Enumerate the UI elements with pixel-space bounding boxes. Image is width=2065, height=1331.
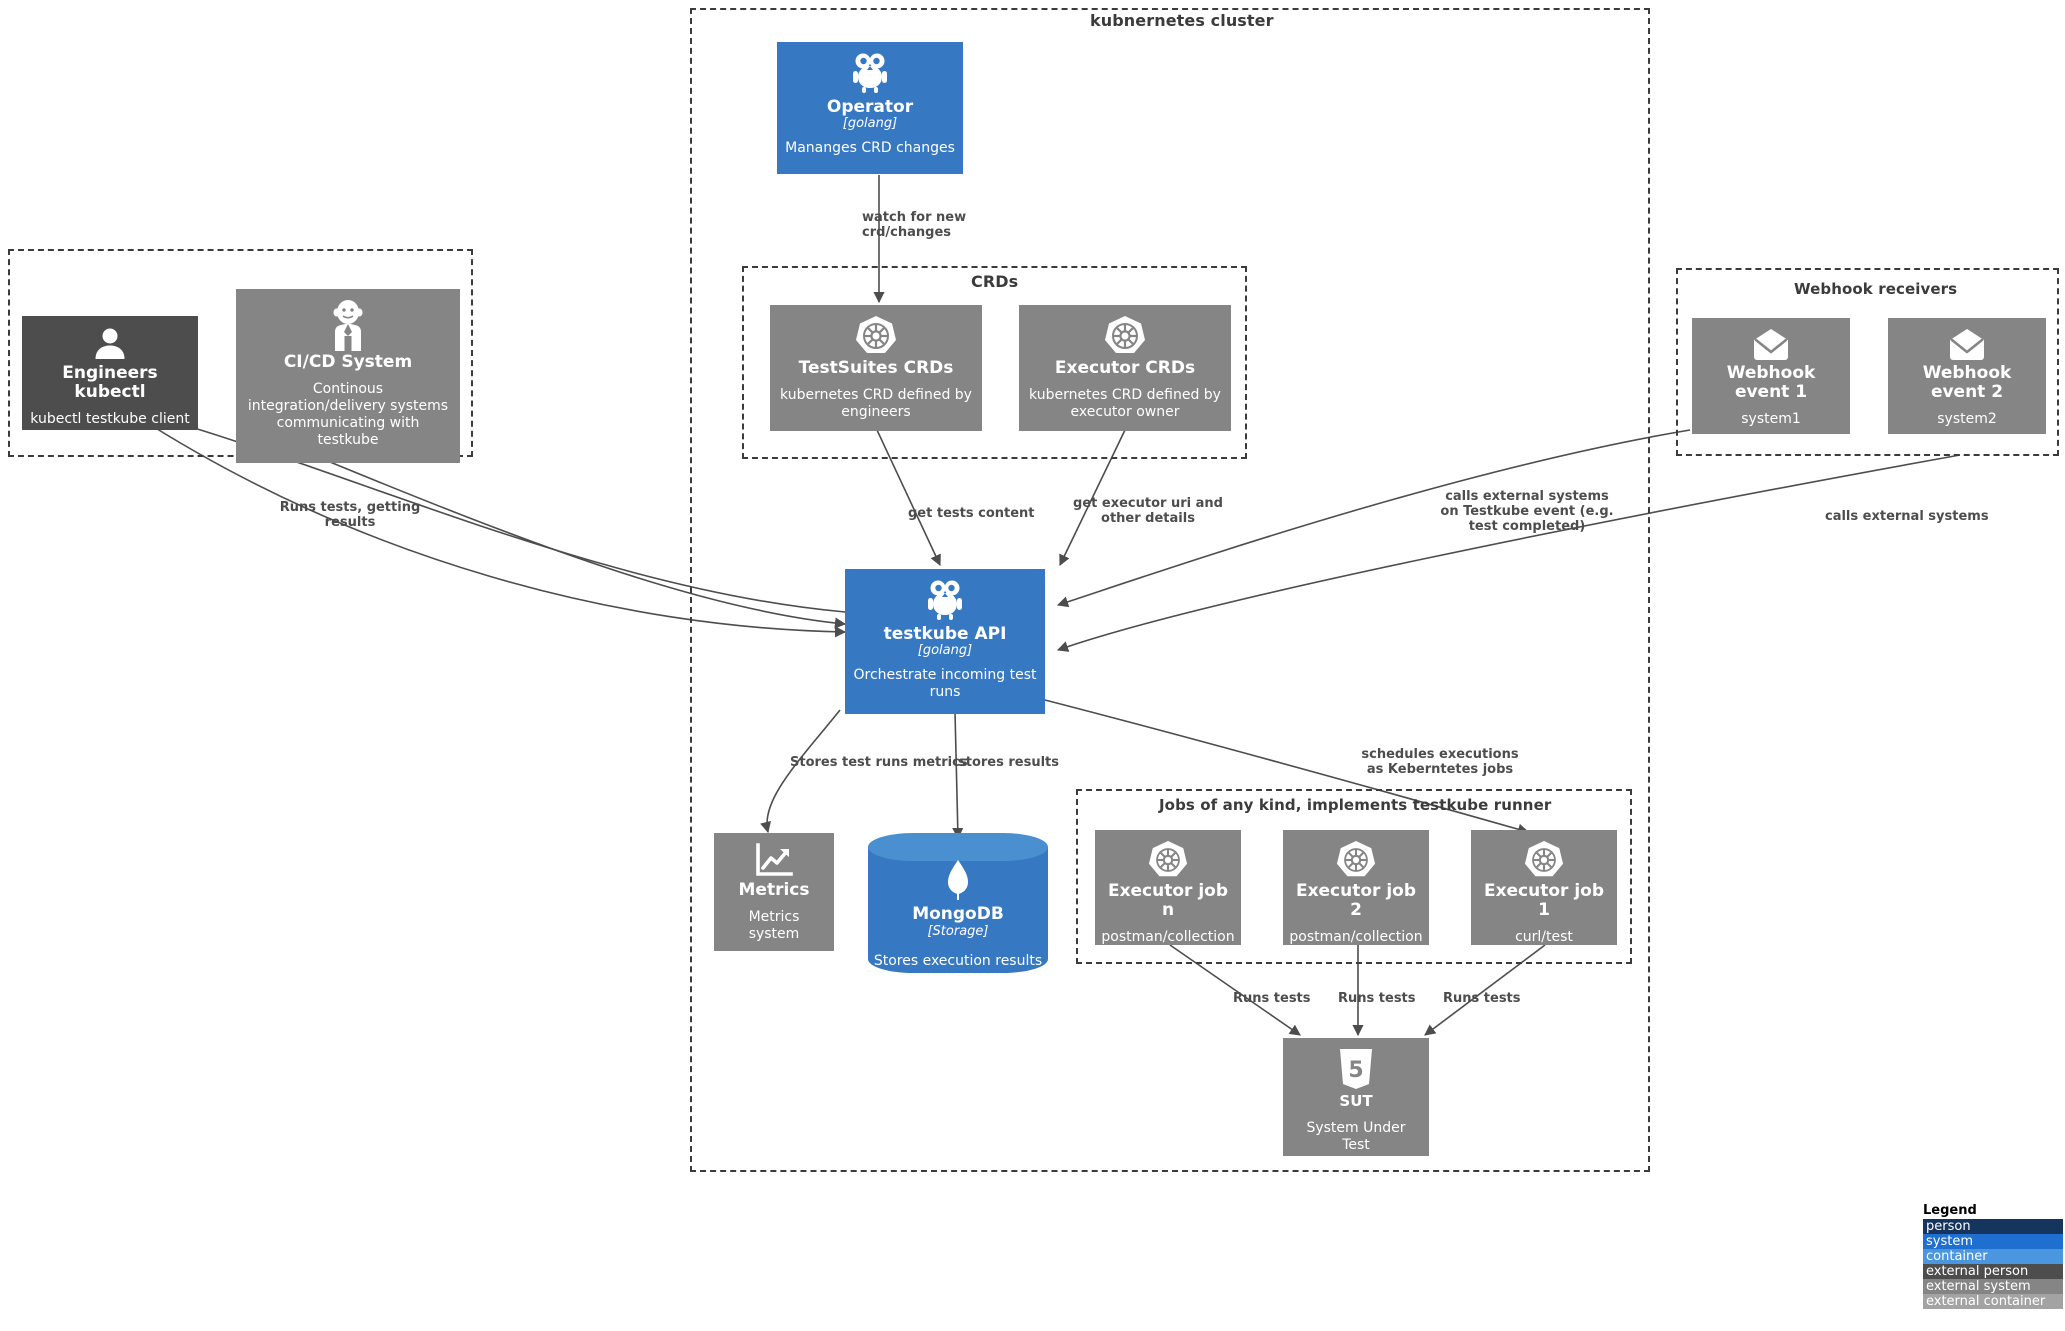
node-executor-crds[interactable]: Executor CRDs kubernetes CRD defined by … — [1019, 305, 1231, 431]
kubernetes-icon — [1524, 840, 1564, 880]
edge-label-runs-tests-1: Runs tests — [1443, 991, 1521, 1006]
group-jobs-title: Jobs of any kind, implements testkube ru… — [1159, 796, 1552, 814]
node-testkube-api-desc: Orchestrate incoming test runs — [853, 667, 1037, 700]
node-operator-name: Operator — [826, 97, 914, 117]
node-mongodb-desc: Stores execution results — [873, 953, 1043, 969]
node-operator[interactable]: Operator [golang] Mananges CRD changes — [777, 42, 963, 174]
node-executor-job-n-desc: postman/collection — [1101, 929, 1235, 945]
kubernetes-icon — [1336, 840, 1376, 880]
node-testsuites-crds-desc: kubernetes CRD defined by engineers — [780, 387, 972, 420]
edge-label-runs-tests-n: Runs tests — [1233, 991, 1311, 1006]
node-metrics-name: Metrics — [738, 880, 810, 900]
node-mongodb-name: MongoDB — [912, 904, 1004, 924]
node-testkube-api-tech: [golang] — [917, 643, 973, 658]
jenkins-butler-icon — [325, 299, 371, 351]
node-executor-job-2-desc: postman/collection — [1289, 929, 1423, 945]
legend-label-external-person: external person — [1926, 1264, 2029, 1279]
node-executor-job-1-name: Executor job 1 — [1483, 881, 1605, 920]
gopher-icon — [925, 579, 965, 623]
node-executor-job-2[interactable]: Executor job 2 postman/collection — [1283, 830, 1429, 945]
gopher-icon — [850, 52, 890, 96]
group-webhook-receivers-title: Webhook receivers — [1794, 280, 1958, 298]
edge-label-calls-external-on-event: calls external systems on Testkube event… — [1440, 489, 1614, 534]
node-executor-job-1-desc: curl/test — [1515, 929, 1573, 945]
legend-label-person: person — [1926, 1219, 1971, 1234]
group-crds — [742, 266, 1247, 459]
node-operator-desc: Mananges CRD changes — [785, 140, 955, 156]
kubernetes-icon — [855, 315, 897, 357]
edge-label-stores-metrics: Stores test runs metrics — [790, 755, 968, 770]
edge-label-stores-results: stores results — [958, 755, 1060, 770]
group-jobs — [1076, 789, 1632, 964]
node-webhook-event-2-desc: system2 — [1937, 411, 1997, 427]
envelope-icon — [1947, 328, 1987, 362]
legend-label-external-container: external container — [1926, 1294, 2046, 1309]
legend-label-system: system — [1926, 1234, 1973, 1249]
legend-title: Legend — [1923, 1203, 1977, 1218]
node-engineers-kubectl-name: Engineers kubectl — [62, 363, 158, 402]
edge-label-runs-tests-2: Runs tests — [1338, 991, 1416, 1006]
node-cicd-system-name: CI/CD System — [283, 352, 413, 372]
node-webhook-event-2-name: Webhook event 2 — [1922, 363, 2012, 402]
node-testsuites-crds[interactable]: TestSuites CRDs kubernetes CRD defined b… — [770, 305, 982, 431]
kubernetes-icon — [1148, 840, 1188, 880]
edge-label-runs-tests-results: Runs tests, getting results — [279, 500, 421, 530]
node-executor-crds-desc: kubernetes CRD defined by executor owner — [1029, 387, 1221, 420]
edge-label-schedules-executions: schedules executions as Keberntetes jobs — [1361, 747, 1519, 777]
node-engineers-kubectl-desc: kubectl testkube client — [30, 411, 190, 427]
node-executor-job-n-name: Executor job n — [1107, 881, 1229, 920]
chart-line-icon — [754, 843, 794, 879]
html5-icon: 5 — [1338, 1048, 1374, 1090]
node-executor-job-n[interactable]: Executor job n postman/collection — [1095, 830, 1241, 945]
svg-text:5: 5 — [1348, 1058, 1363, 1083]
person-icon — [92, 326, 128, 362]
node-testkube-api[interactable]: testkube API [golang] Orchestrate incomi… — [845, 569, 1045, 714]
cylinder-top — [868, 833, 1048, 861]
node-sut[interactable]: 5 SUT System Under Test — [1283, 1038, 1429, 1156]
node-cicd-system-desc: Continous integration/delivery systems c… — [247, 381, 449, 448]
node-mongodb-tech: [Storage] — [927, 924, 989, 939]
legend-row-container: container — [1923, 1249, 2063, 1264]
node-executor-job-1[interactable]: Executor job 1 curl/test — [1471, 830, 1617, 945]
node-testkube-api-name: testkube API — [883, 624, 1007, 644]
edge-label-watch-crd: watch for new crd/changes — [862, 210, 967, 240]
node-mongodb[interactable]: MongoDB [Storage] Stores execution resul… — [868, 833, 1048, 973]
kubernetes-icon — [1104, 315, 1146, 357]
node-sut-name: SUT — [1339, 1092, 1373, 1110]
node-testsuites-crds-name: TestSuites CRDs — [798, 358, 954, 378]
legend-row-system: system — [1923, 1234, 2063, 1249]
group-kubernetes-cluster — [690, 8, 1650, 1172]
legend-row-person: person — [1923, 1219, 2063, 1234]
edge-label-get-tests-content: get tests content — [908, 506, 1035, 521]
node-executor-job-2-name: Executor job 2 — [1295, 881, 1417, 920]
legend-row-external-system: external system — [1923, 1279, 2063, 1294]
node-webhook-event-1-name: Webhook event 1 — [1726, 363, 1816, 402]
legend-label-external-system: external system — [1926, 1279, 2031, 1294]
node-webhook-event-1[interactable]: Webhook event 1 system1 — [1692, 318, 1850, 434]
node-cicd-system[interactable]: CI/CD System Continous integration/deliv… — [236, 289, 460, 463]
node-webhook-event-1-desc: system1 — [1741, 411, 1801, 427]
node-engineers-kubectl[interactable]: Engineers kubectl kubectl testkube clien… — [22, 316, 198, 430]
node-metrics-desc: Metrics system — [748, 909, 800, 942]
edge-label-calls-external-systems: calls external systems — [1825, 509, 1989, 524]
node-metrics[interactable]: Metrics Metrics system — [714, 833, 834, 951]
edge-label-get-executor-uri: get executor uri and other details — [1073, 496, 1223, 526]
group-crds-title: CRDs — [971, 272, 1019, 291]
node-executor-crds-name: Executor CRDs — [1054, 358, 1196, 378]
node-operator-tech: [golang] — [842, 116, 898, 131]
legend: Legend person system container external … — [1923, 1203, 2063, 1309]
node-webhook-event-2[interactable]: Webhook event 2 system2 — [1888, 318, 2046, 434]
legend-row-external-person: external person — [1923, 1264, 2063, 1279]
mongo-leaf-icon — [946, 859, 970, 905]
legend-row-external-container: external container — [1923, 1294, 2063, 1309]
node-sut-desc: System Under Test — [1306, 1120, 1406, 1153]
group-webhook-receivers — [1676, 268, 2059, 456]
legend-label-container: container — [1926, 1249, 1988, 1264]
envelope-icon — [1751, 328, 1791, 362]
group-kubernetes-cluster-title: kubnernetes cluster — [1090, 11, 1274, 30]
